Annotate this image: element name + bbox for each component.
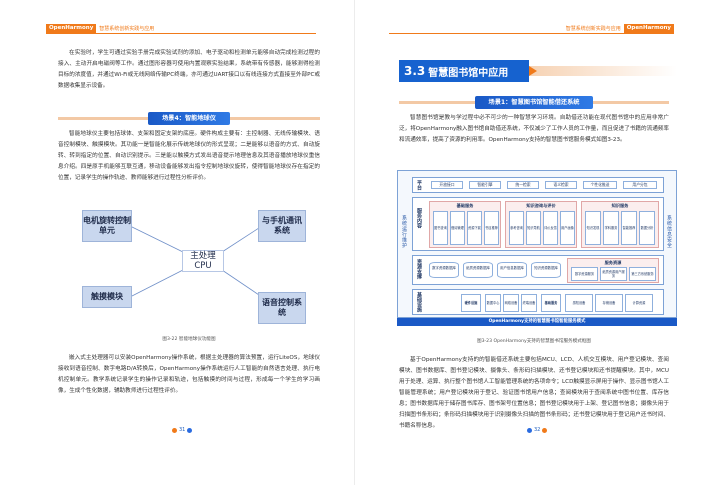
page-number: 31 xyxy=(172,427,193,433)
section-heading-tail xyxy=(529,66,677,76)
layer-platform-label: 平台 xyxy=(416,180,422,190)
page-number: 32 xyxy=(527,427,548,433)
service-item: 知识导航 xyxy=(526,211,541,245)
platform-chip: 统一检索 xyxy=(507,181,539,189)
database-icon: 知识资源数据库 xyxy=(531,262,561,278)
platform-chip: 个性化推送 xyxy=(583,181,617,189)
layer-resource-label: 资源支撑 xyxy=(416,259,422,279)
infra-item: 数据中心 xyxy=(485,294,501,312)
resource-item: 纸质资源用户服务 xyxy=(600,267,627,281)
panel-knowledge-service: 知识服务 知识发现 学科服务 智能推荐 数据分析 xyxy=(581,201,659,248)
running-header: OpenHarmony 智慧系统创新实践与应用 xyxy=(46,24,154,33)
scene-title: 场景1：智慧图书馆智能借还系统 xyxy=(474,96,594,109)
layer-infrastructure: 基础设施 硬件设施 数据中心 网络设备 终端设备 基础服务 感知设备 存储设备 … xyxy=(412,289,664,315)
platform-chip: 智能引擎 xyxy=(469,181,501,189)
running-header: OpenHarmony 智慧系统创新实践与应用 xyxy=(566,24,674,33)
platform-chip: 用户分包 xyxy=(623,181,657,189)
diagram-connectors xyxy=(129,225,263,298)
scene-title: 场景4：智能地球仪 xyxy=(148,112,230,125)
platform-chip: 开放接口 xyxy=(431,181,463,189)
phone-comm-box: 与手机通讯系统 xyxy=(258,210,306,242)
paragraph-os: 嵌入式主处理器可以安装OpenHarmony操作系统，根据主处理器的算法预置，运… xyxy=(58,355,320,394)
layer-resource: 资源支撑 数字资源数据库 纸质资源数据库 用户信息数据库 知识资源数据库 服务资… xyxy=(412,255,664,285)
motor-control-box: 电机旋转控制单元 xyxy=(82,210,132,242)
folio-dot-icon xyxy=(542,427,548,433)
service-item: 评价反馈 xyxy=(543,211,558,245)
paragraph-intro: 在实验时，学生可通过实验手册完成实验试剂的添加、电子驱动和检测单元能够自动完成检… xyxy=(58,50,320,89)
service-item: 图书查询 xyxy=(433,211,448,245)
touch-module-box: 触摸模块 xyxy=(82,286,132,308)
service-item: 智能推荐 xyxy=(621,211,637,245)
header-rule xyxy=(46,33,316,34)
header-brand: OpenHarmony xyxy=(623,24,674,33)
header-subtitle: 智慧系统创新实践与应用 xyxy=(565,26,621,32)
service-item: 书目推荐 xyxy=(484,211,499,245)
infra-item: 计算资源 xyxy=(625,294,653,312)
header-brand: OpenHarmony xyxy=(46,24,97,33)
figure-caption: 图3-23 OpenHarmony支持的智慧图书馆服务模式框图 xyxy=(476,339,592,344)
infra-item: 存储设备 xyxy=(595,294,623,312)
service-item: 学科服务 xyxy=(603,211,619,245)
service-item: 借阅管理 xyxy=(450,211,465,245)
voice-control-box: 语音控制系统 xyxy=(258,292,306,324)
panel-title: 服务资源 xyxy=(604,260,622,265)
panel-basic-service: 基础服务 图书查询 借阅管理 资源下载 书目推荐 xyxy=(429,201,501,248)
layer-infra-label: 基础设施 xyxy=(416,292,422,312)
database-icon: 数字资源数据库 xyxy=(429,262,459,278)
section-title: 智慧图书馆中应用 xyxy=(428,67,509,79)
service-item: 数据分析 xyxy=(639,211,655,245)
infra-item: 终端设备 xyxy=(521,294,537,312)
service-item: 资源下载 xyxy=(467,211,482,245)
panel-title: 知识服务 xyxy=(611,203,629,208)
service-item: 知识发现 xyxy=(585,211,601,245)
panel-title: 知识咨询与评价 xyxy=(526,203,556,208)
layer-service: 服务内容 基础服务 图书查询 借阅管理 资源下载 书目推荐 知识咨询与评价 参考… xyxy=(412,197,664,251)
paragraph-library: 智慧图书馆是教与学过程中必不可少的一种智慧学习环境。自助借还功能在现代图书馆中的… xyxy=(399,115,669,143)
database-icon: 纸质资源数据库 xyxy=(463,262,493,278)
side-label-maintenance: 系统运行维护 xyxy=(401,215,407,248)
infra-item: 感知设备 xyxy=(565,294,593,312)
section-arrow-icon xyxy=(529,66,537,76)
section-number: 3.3 xyxy=(404,64,426,78)
folio-dot-icon xyxy=(527,427,532,433)
panel-service-resource: 服务资源 数字资源服务 纸质资源用户服务 第三方系统服务 xyxy=(567,258,659,283)
infra-item: 网络设备 xyxy=(503,294,519,312)
folio-dot-icon xyxy=(172,427,177,433)
section-heading: 3.3 智慧图书馆中应用 xyxy=(399,60,529,82)
layer-service-label: 服务内容 xyxy=(416,208,422,228)
service-item: 用户画像 xyxy=(560,211,575,245)
folio-dot-icon xyxy=(187,427,193,433)
service-item: 参考咨询 xyxy=(509,211,524,245)
resource-item: 第三方系统服务 xyxy=(629,267,656,281)
paragraph-globe: 智能地球仪主要包括球体、支架和固定支架的底座。硬件构成主要有：主控制器、无线传输… xyxy=(58,131,320,181)
header-rule xyxy=(389,33,674,34)
diagram-footer-bar: OpenHarmony支持的智慧图书馆智能服务模式 xyxy=(397,318,677,326)
database-icon: 用户信息数据库 xyxy=(497,262,527,278)
infra-hardware-label: 硬件设施 xyxy=(461,294,481,312)
panel-title: 基础服务 xyxy=(456,203,474,208)
panel-knowledge-consult: 知识咨询与评价 参考咨询 知识导航 评价反馈 用户画像 xyxy=(505,201,577,248)
scene-banner: 场景1：智慧图书馆智能借还系统 xyxy=(399,96,669,109)
platform-chip: 语义检索 xyxy=(545,181,577,189)
left-page: OpenHarmony 智慧系统创新实践与应用 在实验时，学生可通过实验手册完成… xyxy=(46,24,320,433)
resource-item: 数字资源服务 xyxy=(571,267,598,281)
layer-platform: 平台 开放接口 智能引擎 统一检索 语义检索 个性化推送 用户分包 xyxy=(412,177,664,193)
infra-base-label: 基础服务 xyxy=(541,294,561,312)
paragraph-system: 基于OpenHarmony支持的的智能借还系统主要包括MCU、LCD、人机交互模… xyxy=(399,357,669,429)
scene-banner: 场景4：智能地球仪 xyxy=(58,112,320,125)
figure-caption: 图3-22 智能地球仪功能图 xyxy=(162,337,216,342)
header-subtitle: 智慧系统创新实践与应用 xyxy=(99,26,155,32)
library-service-diagram: 系统运行维护 系统信息安全 平台 开放接口 智能引擎 统一检索 语义检索 个性化… xyxy=(397,170,677,318)
right-page: OpenHarmony 智慧系统创新实践与应用 3.3 智慧图书馆中应用 场景1… xyxy=(355,0,710,485)
side-label-security: 系统信息安全 xyxy=(666,215,672,248)
main-cpu-box: 主处理CPU xyxy=(182,250,224,272)
